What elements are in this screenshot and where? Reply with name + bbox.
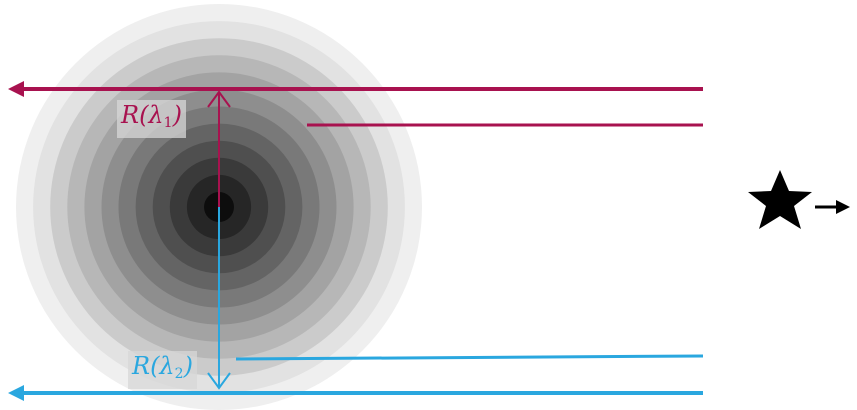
label-r-lambda1: R(λ1) [117, 100, 186, 138]
label-r-lambda1-symbol: R(λ [121, 101, 164, 129]
ray-lambda2-inner [235, 354, 704, 361]
ray-lambda2-arrowhead [8, 385, 24, 401]
star-icon [748, 170, 812, 229]
label-r-lambda2: R(λ2) [128, 351, 197, 389]
label-r-lambda1-subscript: 1 [163, 115, 173, 131]
radius-lambda2-arrowhead [207, 372, 231, 390]
ray-lambda1-arrowhead [8, 81, 24, 97]
label-r-lambda2-close: ) [183, 352, 193, 380]
arrow-right-icon [836, 200, 850, 214]
label-r-lambda2-symbol: R(λ [132, 352, 175, 380]
radius-lambda1-arrowhead [207, 90, 231, 108]
label-r-lambda2-subscript: 2 [174, 366, 184, 382]
label-r-lambda1-close: ) [172, 101, 182, 129]
